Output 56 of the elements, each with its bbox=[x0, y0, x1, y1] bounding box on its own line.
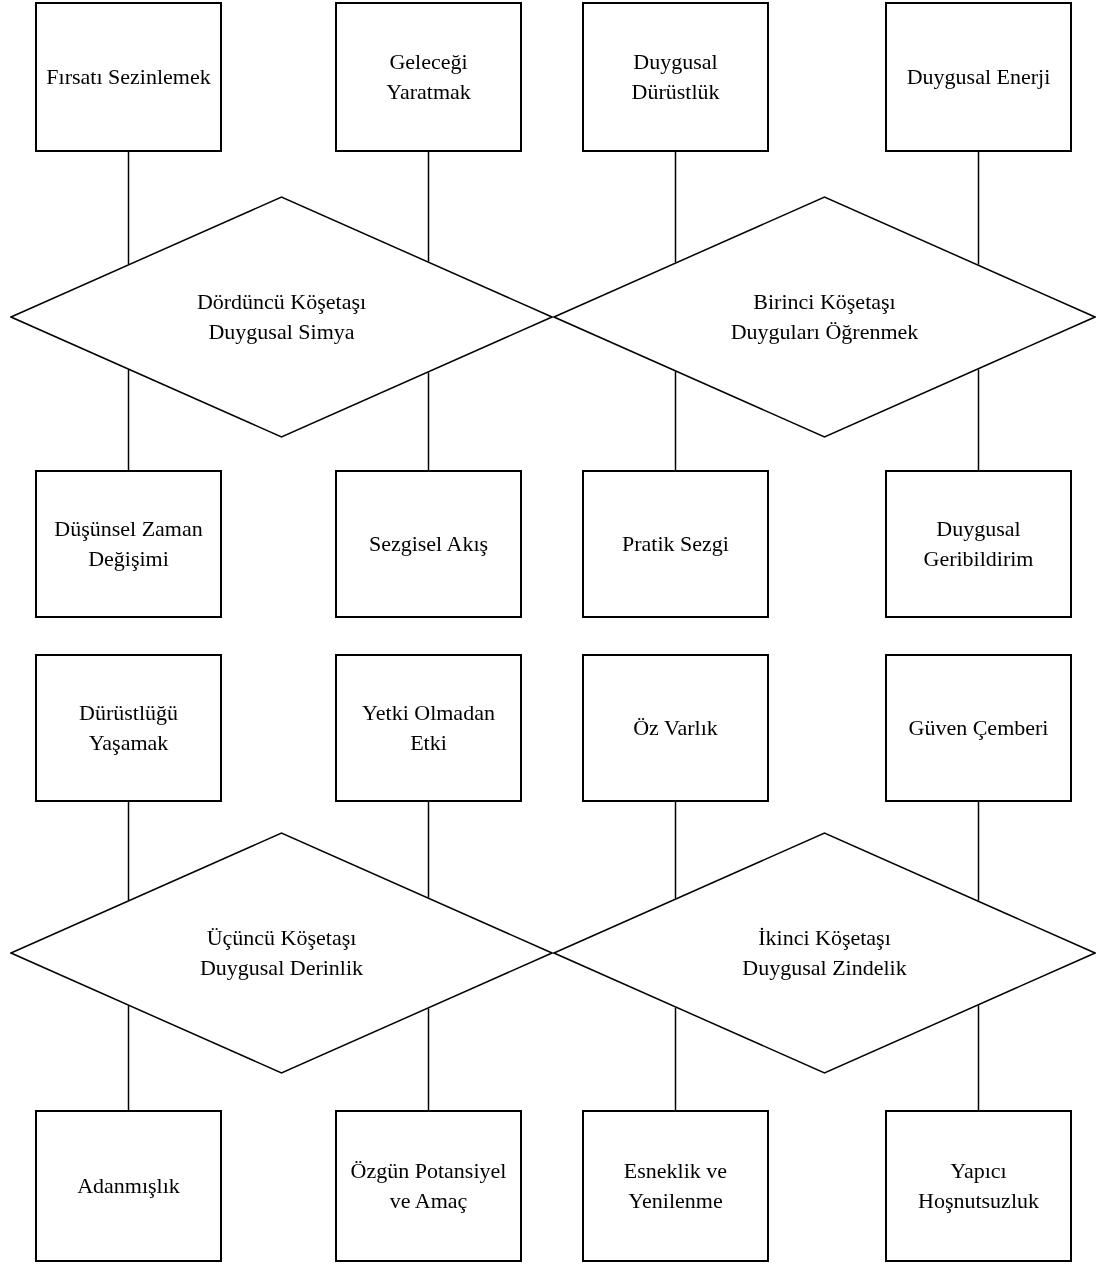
concept-box bbox=[582, 2, 769, 152]
concept-box bbox=[582, 470, 769, 618]
concept-box bbox=[885, 1110, 1072, 1262]
concept-box bbox=[35, 470, 222, 618]
box-label: Özgün Potansiyel ve Amaç bbox=[349, 1157, 508, 1215]
connector-line bbox=[127, 1005, 130, 1111]
box-label: Esneklik ve Yenilenme bbox=[622, 1157, 729, 1215]
concept-box bbox=[335, 470, 522, 618]
concept-box bbox=[885, 470, 1072, 618]
box-label: Duygusal Dürüstlük bbox=[630, 48, 721, 106]
box-label: Geleceği Yaratmak bbox=[385, 48, 472, 106]
concept-box bbox=[35, 654, 222, 802]
diamond-label: Duygusal Zindelik bbox=[742, 954, 907, 982]
box-label: Duygusal Geribildirim bbox=[922, 515, 1035, 573]
diamond-heading: Dördüncü Köşetaşı bbox=[196, 288, 367, 317]
box-label: Dürüstlüğü Yaşamak bbox=[78, 699, 179, 757]
connector-line bbox=[977, 801, 980, 902]
connector-line bbox=[674, 801, 677, 900]
concept-box bbox=[35, 2, 222, 152]
concept-box bbox=[335, 2, 522, 152]
concept-box bbox=[885, 2, 1072, 152]
box-label: Yetki Olmadan Etki bbox=[361, 699, 496, 757]
connector-line bbox=[977, 1004, 980, 1111]
connector-line bbox=[427, 371, 430, 471]
concept-box bbox=[885, 654, 1072, 802]
connector-line bbox=[674, 1006, 677, 1111]
connector-line bbox=[427, 801, 430, 899]
box-label: Fırsatı Sezinlemek bbox=[46, 63, 211, 92]
box-label: Yapıcı Hoşnutsuzluk bbox=[917, 1157, 1040, 1215]
concept-box bbox=[582, 1110, 769, 1262]
concept-box bbox=[35, 1110, 222, 1262]
connector-line bbox=[674, 370, 677, 471]
diamond-heading: İkinci Köşetaşı bbox=[758, 924, 891, 953]
box-label: Pratik Sezgi bbox=[622, 530, 729, 559]
connector-line bbox=[977, 368, 980, 471]
connector-line bbox=[127, 151, 130, 265]
connector-line bbox=[127, 369, 130, 471]
box-label: Düşünsel Zaman Değişimi bbox=[53, 515, 204, 573]
concept-box bbox=[582, 654, 769, 802]
box-label: Öz Varlık bbox=[633, 714, 718, 743]
box-label: Güven Çemberi bbox=[908, 714, 1049, 743]
concept-box bbox=[335, 1110, 522, 1262]
diamond-label: Duyguları Öğrenmek bbox=[730, 318, 919, 346]
diamond-label: Duygusal Simya bbox=[208, 318, 355, 346]
connector-line bbox=[427, 1007, 430, 1111]
diamond-heading: Birinci Köşetaşı bbox=[753, 288, 896, 317]
connector-line bbox=[427, 151, 430, 263]
connector-line bbox=[674, 151, 677, 264]
diamond-heading: Üçüncü Köşetaşı bbox=[206, 924, 357, 953]
box-label: Adanmışlık bbox=[77, 1172, 180, 1201]
connector-line bbox=[977, 151, 980, 266]
box-label: Sezgisel Akış bbox=[368, 530, 489, 559]
connector-line bbox=[127, 801, 130, 901]
diamond-label: Duygusal Derinlik bbox=[199, 954, 364, 982]
concept-box bbox=[335, 654, 522, 802]
box-label: Duygusal Enerji bbox=[906, 63, 1051, 92]
